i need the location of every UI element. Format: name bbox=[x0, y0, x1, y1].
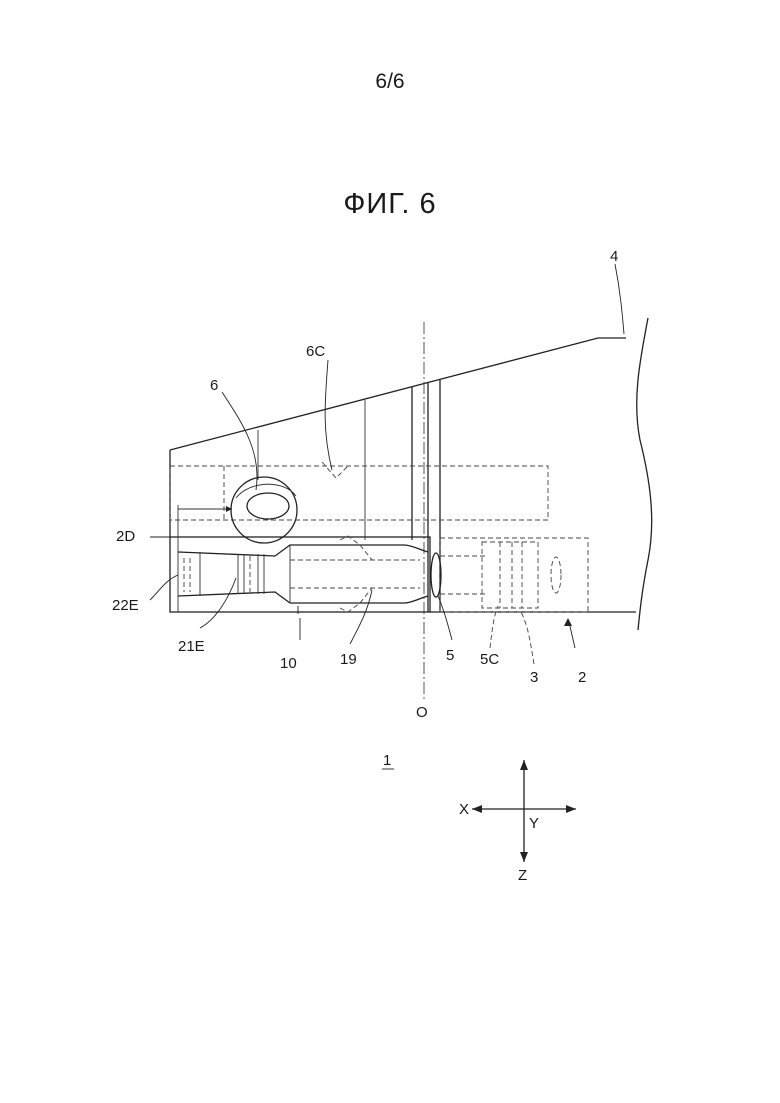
vertical-members bbox=[258, 380, 440, 612]
label-1: 1 bbox=[383, 752, 391, 769]
label-2: 2 bbox=[578, 669, 586, 686]
hidden-box-3 bbox=[440, 538, 588, 612]
housing-outline bbox=[170, 318, 652, 630]
label-6c: 6C bbox=[306, 343, 325, 360]
label-4: 4 bbox=[610, 248, 618, 265]
axis-y-label: Y bbox=[529, 815, 539, 832]
label-6: 6 bbox=[210, 377, 218, 394]
label-22e: 22E bbox=[112, 597, 139, 614]
axis-z-label: Z bbox=[518, 867, 527, 884]
label-5: 5 bbox=[446, 647, 454, 664]
leader-lines bbox=[150, 264, 624, 664]
axis-x-label: X bbox=[459, 801, 469, 818]
label-3: 3 bbox=[530, 669, 538, 686]
label-10: 10 bbox=[280, 655, 297, 672]
lower-body bbox=[170, 505, 441, 612]
coordinate-axes: X Y Z bbox=[459, 760, 576, 884]
ring-6 bbox=[231, 477, 297, 543]
label-o: O bbox=[416, 704, 428, 721]
label-5c: 5C bbox=[480, 651, 499, 668]
label-19: 19 bbox=[340, 651, 357, 668]
label-2d: 2D bbox=[116, 528, 135, 545]
label-21e: 21E bbox=[178, 638, 205, 655]
